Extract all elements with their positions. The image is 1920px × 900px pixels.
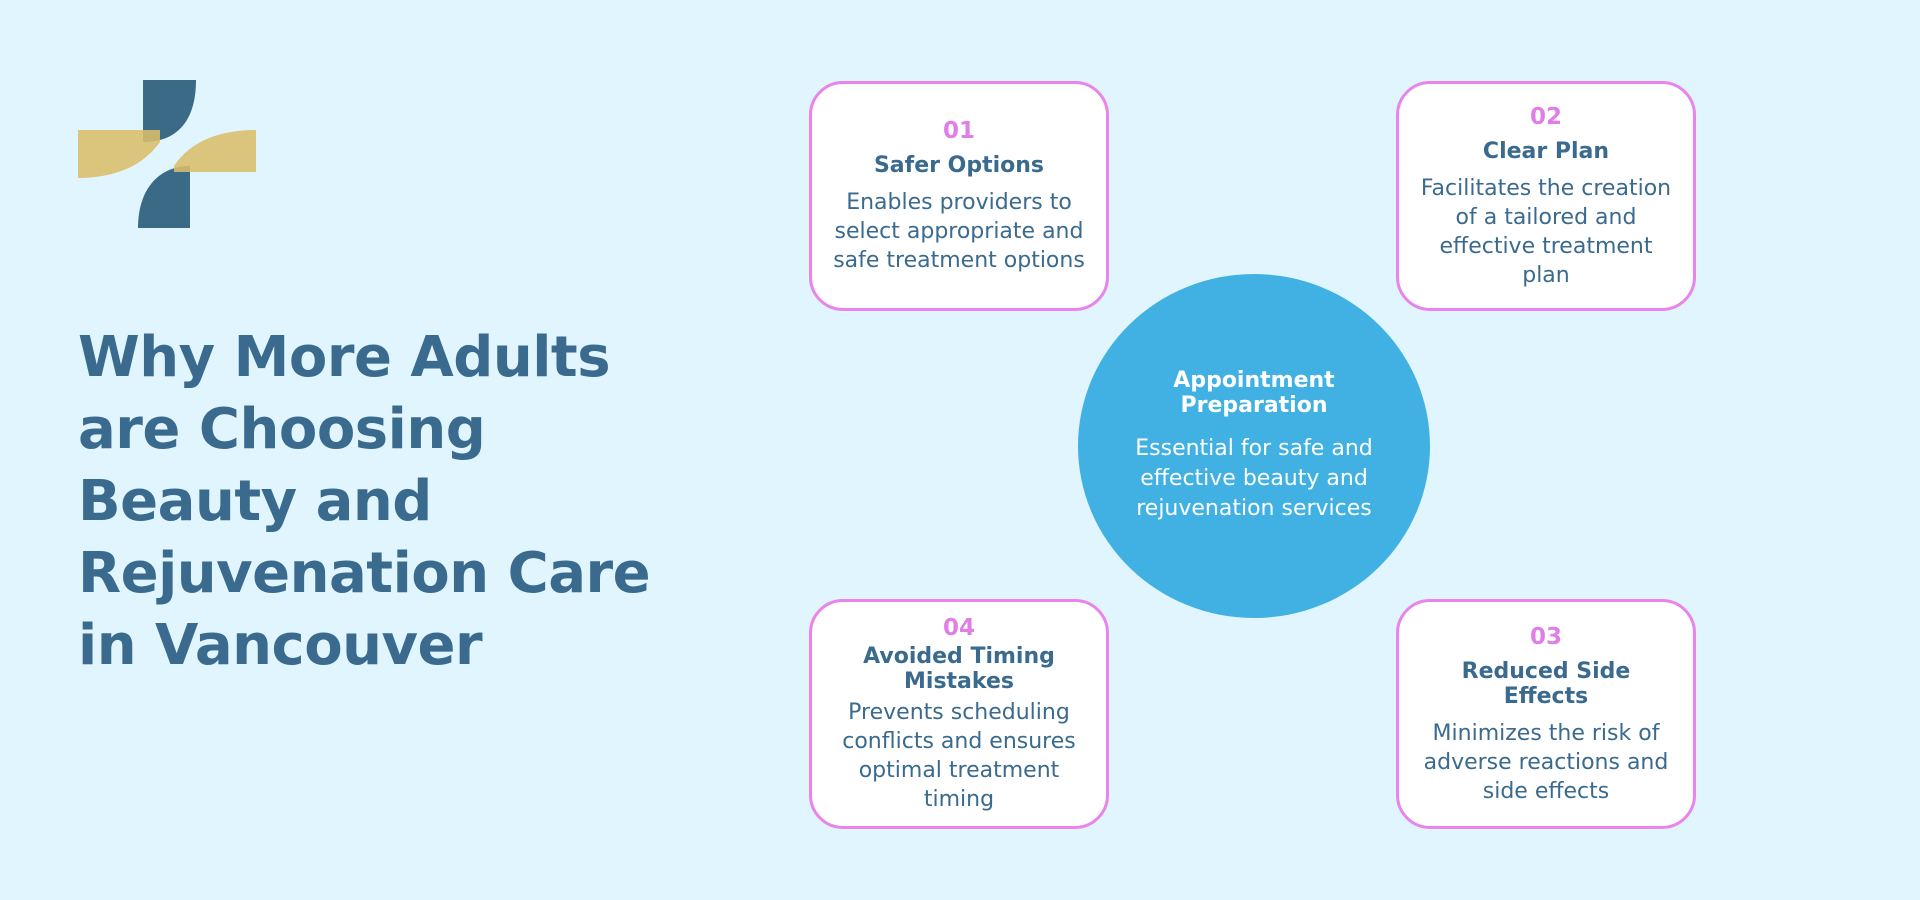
headline-line: Rejuvenation Care (78, 541, 651, 606)
card-number: 04 (942, 615, 975, 641)
card-title: Avoided Timing Mistakes (863, 644, 1055, 694)
logo-right-bar (174, 130, 256, 172)
card-number: 03 (1529, 623, 1562, 650)
card-title: Reduced Side Effects (1461, 658, 1631, 709)
card-description: Facilitates the creation of a tailored a… (1420, 175, 1672, 288)
hub-title: Appointment Preparation (1173, 368, 1335, 418)
logo-top-bar (143, 80, 196, 142)
hub-description: Essential for safe and effective beauty … (1135, 436, 1373, 521)
logo-left-bar (78, 130, 160, 178)
benefit-card-03: 03 Reduced Side Effects Minimizes the ri… (1396, 599, 1696, 829)
central-hub-circle: Appointment Preparation Essential for sa… (1078, 274, 1430, 618)
card-description: Minimizes the risk of adverse reactions … (1423, 720, 1669, 804)
headline-line: Why More Adults (78, 325, 611, 390)
benefit-card-04: 04 Avoided Timing Mistakes Prevents sche… (809, 599, 1109, 829)
headline-line: Beauty and (78, 469, 432, 534)
card-number: 02 (1529, 103, 1562, 130)
headline-line: in Vancouver (78, 613, 483, 678)
logo-bottom-bar (138, 166, 190, 228)
benefit-card-01: 01 Safer Options Enables providers to se… (809, 81, 1109, 311)
medical-cross-logo-icon (78, 80, 256, 228)
card-title: Clear Plan (1482, 138, 1610, 164)
headline-line: are Choosing (78, 397, 486, 462)
page-headline: Why More Adults are Choosing Beauty and … (78, 322, 738, 682)
benefit-card-02: 02 Clear Plan Facilitates the creation o… (1396, 81, 1696, 311)
card-description: Enables providers to select appropriate … (833, 190, 1085, 273)
card-number: 01 (942, 118, 975, 144)
card-title: Safer Options (873, 153, 1045, 178)
card-description: Prevents scheduling conflicts and ensure… (842, 700, 1076, 812)
